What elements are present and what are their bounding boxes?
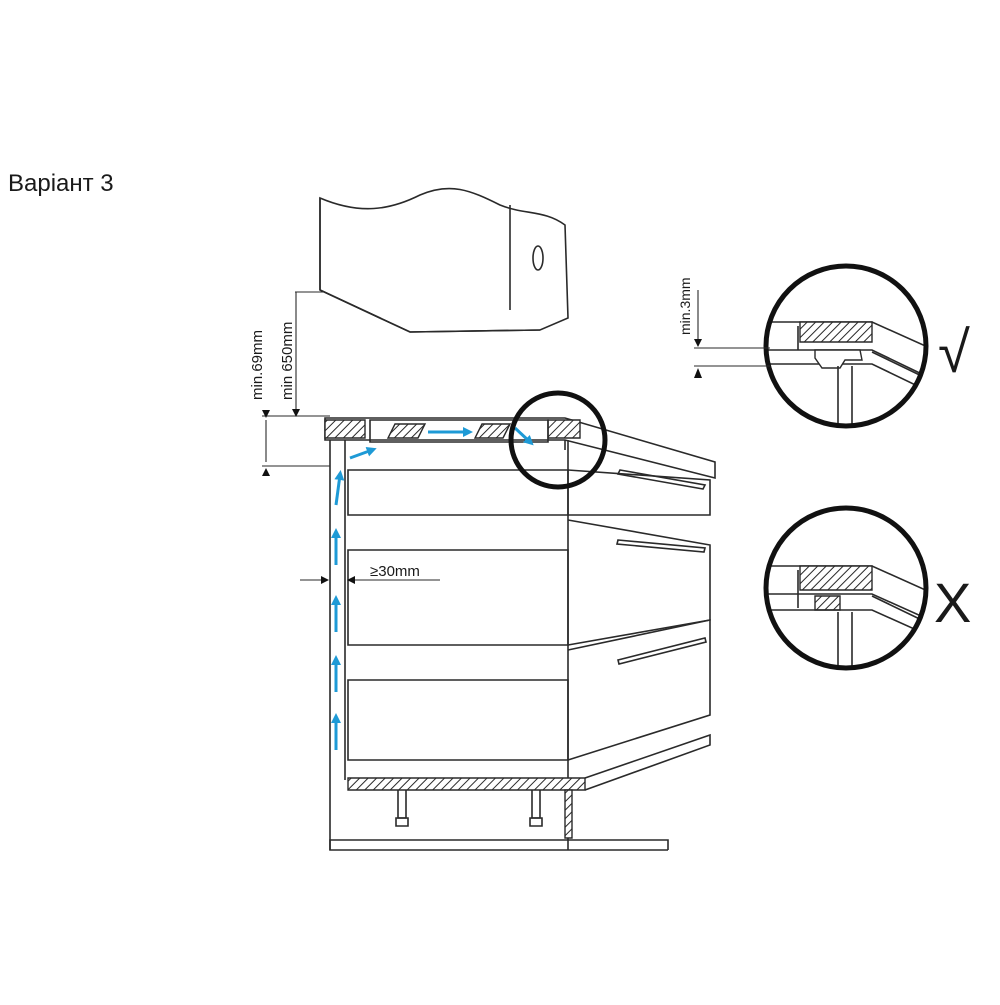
airflow-arrows	[331, 426, 534, 750]
airflow-arrow	[513, 426, 534, 446]
side-gap-label: ≥30mm	[370, 563, 420, 580]
wrong-mark: X	[934, 571, 971, 634]
detail-callout-circle	[508, 390, 608, 490]
height-dimensions: min.69mm min 650mm	[249, 291, 330, 476]
min-gap-label: min.3mm	[677, 277, 693, 335]
min-hood-height-label: min 650mm	[279, 322, 296, 400]
airflow-arrow	[349, 447, 377, 460]
detail-correct: min.3mm √	[677, 263, 970, 429]
variant-title: Варіант 3	[8, 170, 114, 197]
detail-wrong: X	[763, 505, 971, 671]
correct-mark: √	[938, 320, 970, 385]
side-gap-dimension: ≥30mm	[300, 563, 440, 584]
min-clearance-label: min.69mm	[249, 330, 266, 400]
wall-cabinet	[319, 187, 569, 333]
base-cabinet	[329, 440, 711, 851]
countertop	[324, 417, 716, 480]
airflow-arrow	[334, 470, 345, 506]
